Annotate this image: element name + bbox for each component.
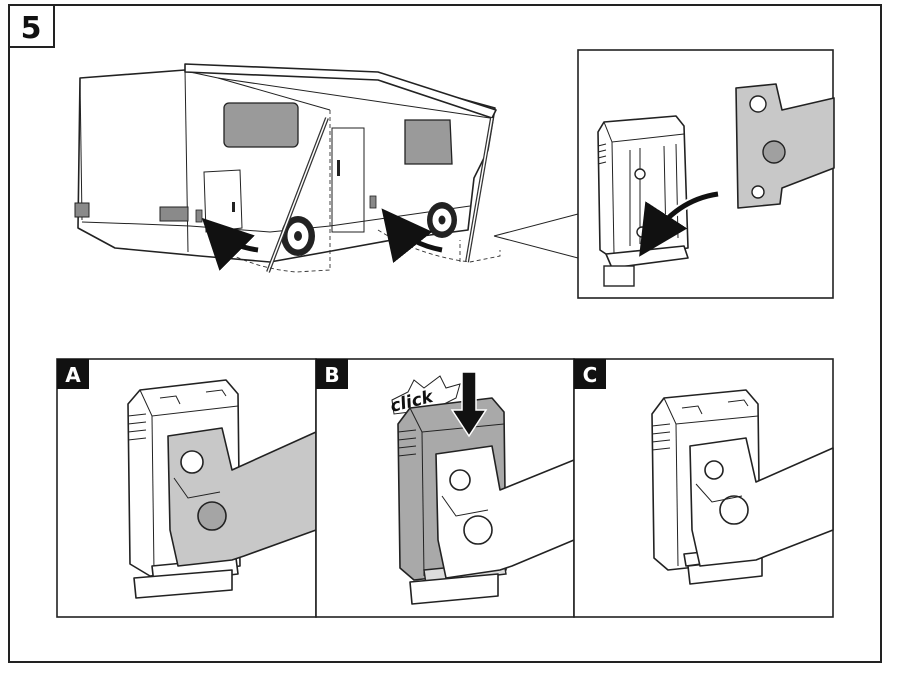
panel-letter-c: C: [583, 363, 598, 387]
down-arrow-icon: [450, 371, 488, 438]
panel-b: B click: [315, 358, 575, 618]
cab-window: [404, 119, 453, 165]
panel-label-box: [574, 359, 606, 389]
panel-letter-a: A: [65, 363, 81, 387]
awning-leg-bracket: [597, 115, 689, 287]
panel-a: A: [56, 358, 317, 618]
panel-letter-b: B: [324, 363, 339, 387]
zoom-detail-panel: [577, 49, 835, 299]
step-number-box: 5: [8, 4, 55, 48]
step-number: 5: [21, 11, 42, 46]
motorhome-illustration: [74, 63, 579, 273]
rotate-arrow-icon: [201, 217, 259, 271]
front-wheel: [427, 202, 457, 238]
rotate-arrow-icon: [381, 208, 443, 264]
panel-label-box: [57, 359, 89, 389]
rear-wheel: [281, 216, 315, 256]
rear-light: [159, 206, 189, 222]
outer-frame: [8, 4, 882, 663]
panel-label-box: [316, 359, 348, 389]
side-window: [223, 102, 299, 148]
panel-c: C: [573, 358, 834, 618]
awning-arm: [735, 83, 835, 209]
